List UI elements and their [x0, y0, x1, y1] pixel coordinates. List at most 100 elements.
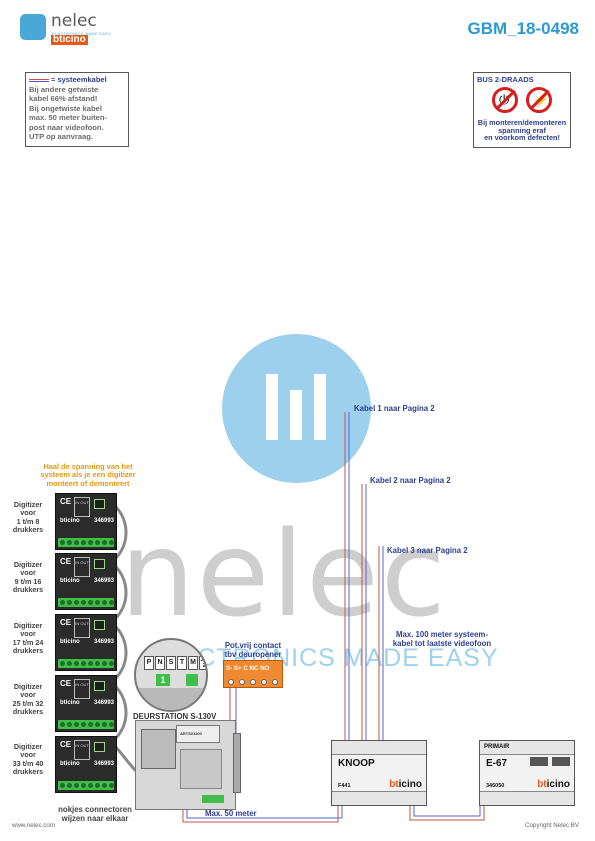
ce-mark: CE	[60, 497, 72, 506]
deurstation-unit: ARTS01100	[135, 720, 241, 810]
terminal-screw	[81, 539, 86, 545]
logo-partner: bticino	[51, 34, 88, 45]
ce-mark: CE	[60, 557, 72, 566]
in-out-connector: IN OUT	[74, 679, 90, 699]
terminal-screw	[74, 539, 79, 545]
deurstation-title: DEURSTATION S-130V	[133, 712, 217, 721]
digitizer-brand: bticino	[60, 518, 80, 524]
bus-wire-blue	[413, 806, 481, 817]
terminal-screw	[67, 660, 72, 666]
terminal-strip	[58, 781, 114, 790]
terminal-screw	[74, 599, 79, 605]
relay-screw	[228, 679, 234, 685]
max50-label: Max. 50 meter	[205, 809, 257, 818]
relay-screw	[250, 679, 256, 685]
terminal-screw	[102, 539, 107, 545]
door-panel	[176, 725, 220, 743]
cable-legend-label: = systeemkabel	[51, 75, 107, 84]
camera-module	[141, 729, 176, 769]
digitizer-module: CE IN OUT bticino 346993	[55, 675, 117, 732]
terminal-screw	[60, 539, 65, 545]
terminal-screw	[60, 660, 65, 666]
terminal-screw	[74, 782, 79, 788]
brand-part-b: icino	[546, 779, 570, 790]
max50-wire-blue	[186, 806, 343, 819]
terminal-screw	[74, 721, 79, 727]
digitizer-label: Digitizer voor 17 t/m 24 drukkers	[12, 621, 44, 656]
terminal-screw	[95, 782, 100, 788]
digitizer-label: Digitizer voor 9 t/m 16 drukkers	[12, 560, 44, 595]
knoop-brand: bticino	[389, 779, 422, 790]
logo-brand: nelec	[51, 11, 97, 31]
knoop-code: F441	[338, 783, 351, 789]
terminal-p: P	[144, 656, 154, 670]
watermark-bar	[314, 374, 326, 440]
terminal-screw	[67, 539, 72, 545]
connector-note: nokjes connectoren wijzen naar elkaar	[58, 805, 132, 823]
e67-brand: bticino	[537, 779, 570, 790]
module-window	[530, 757, 548, 766]
terminal-screw	[81, 721, 86, 727]
e67-name: E-67	[486, 758, 508, 769]
brand-part-b: icino	[398, 779, 422, 790]
relay-screw	[239, 679, 245, 685]
cable-legend: = systeemkabel	[29, 75, 125, 84]
terminal-strip	[58, 659, 114, 668]
terminal-strip	[202, 795, 224, 803]
bus-wire-red	[409, 806, 485, 821]
flat-connector	[94, 499, 105, 509]
terminal-screw	[109, 660, 114, 666]
nelec-logo-icon	[20, 14, 46, 40]
watermark-bar	[290, 390, 302, 440]
module-top-terminals	[332, 741, 426, 755]
digitizer-module: CE IN OUT bticino 346993	[55, 736, 117, 793]
terminal-screw	[102, 721, 107, 727]
terminal-screw	[81, 599, 86, 605]
bus-warning-box: BUS 2-DRAADS ⏻⚡ Bij monteren/demonteren …	[473, 72, 571, 148]
terminal-screw	[81, 660, 86, 666]
relay-screw	[272, 679, 278, 685]
electronics-board	[180, 749, 222, 789]
flat-cable	[112, 683, 128, 742]
e67-module: PRIMAIR E-67 346050 bticino	[479, 740, 575, 806]
digitizer-model: 346993	[94, 761, 115, 767]
terminal-n: N	[155, 656, 165, 670]
terminal-s: S	[166, 656, 176, 670]
terminal-screw	[88, 660, 93, 666]
terminal-m: M	[188, 656, 198, 670]
system-cable-swatch	[29, 78, 49, 82]
green-terminal: 1	[156, 674, 170, 686]
module-top-terminals	[480, 741, 574, 755]
cable-info-text: Bij andere getwiste kabel 66% afstand! B…	[29, 85, 108, 142]
brand-part-a: bt	[537, 779, 547, 790]
side-connector	[233, 733, 241, 793]
flat-connector	[94, 620, 105, 630]
terminal-screw	[102, 660, 107, 666]
ce-mark: CE	[60, 740, 72, 749]
terminal-screw	[109, 599, 114, 605]
digitizer-label: Digitizer voor 33 t/m 40 drukkers	[12, 742, 44, 777]
e67-code: 346050	[486, 783, 505, 789]
terminal-screw	[81, 782, 86, 788]
watermark-bar	[266, 374, 278, 440]
bus-warning-text: Bij monteren/demonteren spanning eraf en…	[477, 118, 567, 143]
terminal-screw	[67, 782, 72, 788]
flat-connector	[94, 681, 105, 691]
terminal-screw	[67, 599, 72, 605]
terminal-screw	[102, 599, 107, 605]
flat-cable	[112, 623, 128, 682]
e67-header: PRIMAIR	[484, 744, 510, 750]
terminal-strip	[58, 538, 114, 547]
digitizer-module: CE IN OUT bticino 346993	[55, 614, 117, 671]
logo-tagline: ELECTRONICS MADE EASY	[52, 31, 112, 36]
flat-cable	[112, 563, 128, 622]
digitizer-label: Digitizer voor 25 t/m 32 drukkers	[12, 682, 44, 717]
digitizer-brand: bticino	[60, 578, 80, 584]
terminal-strip	[58, 720, 114, 729]
ce-mark: CE	[60, 679, 72, 688]
brand-part-a: bt	[389, 779, 399, 790]
terminal-screw	[60, 782, 65, 788]
digitizer-model: 346993	[94, 578, 115, 584]
digitizer-model: 346993	[94, 700, 115, 706]
